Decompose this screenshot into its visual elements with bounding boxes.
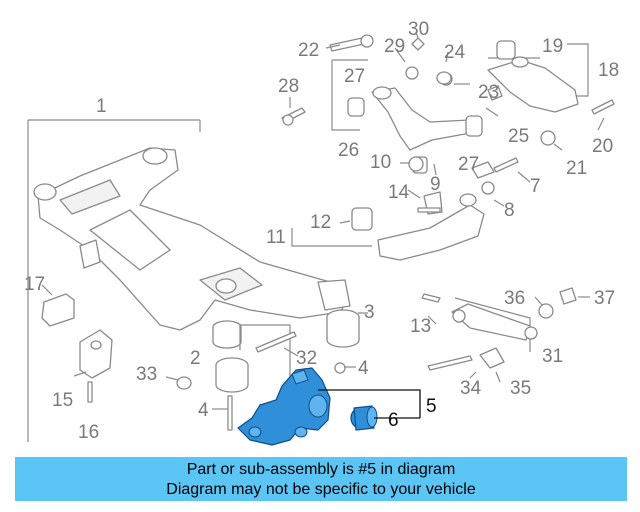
- callout-23[interactable]: 23: [478, 82, 499, 103]
- callout-4a[interactable]: 4: [198, 400, 209, 421]
- callout-35[interactable]: 35: [510, 378, 531, 399]
- callout-24[interactable]: 24: [444, 42, 466, 63]
- callout-6[interactable]: 6: [388, 410, 399, 431]
- callout-36[interactable]: 36: [504, 288, 525, 309]
- callout-31[interactable]: 31: [542, 346, 563, 367]
- banner-line-2: Diagram may not be specific to your vehi…: [166, 481, 476, 498]
- callout-34[interactable]: 34: [460, 378, 482, 399]
- trailing-arm-11[interactable]: [291, 161, 495, 261]
- callout-1[interactable]: 1: [96, 96, 107, 117]
- bushing-part-6[interactable]: [350, 405, 378, 431]
- bushing-2[interactable]: [212, 320, 249, 393]
- toe-link-31[interactable]: [451, 297, 538, 369]
- callout-26[interactable]: 26: [338, 140, 359, 161]
- callout-37[interactable]: 37: [594, 288, 615, 309]
- callout-11[interactable]: 11: [266, 227, 286, 248]
- callout-17[interactable]: 17: [24, 274, 45, 295]
- callout-27a[interactable]: 27: [344, 66, 365, 87]
- callout-30[interactable]: 30: [408, 19, 429, 40]
- callout-19[interactable]: 19: [542, 36, 563, 57]
- callout-15[interactable]: 15: [52, 390, 73, 411]
- callout-29[interactable]: 29: [384, 36, 405, 57]
- callout-2[interactable]: 2: [190, 348, 201, 369]
- callout-18[interactable]: 18: [598, 60, 619, 81]
- callout-4b[interactable]: 4: [358, 358, 369, 379]
- knuckle-part-5[interactable]: [237, 367, 331, 446]
- callout-27b[interactable]: 27: [458, 154, 479, 175]
- callout-21[interactable]: 21: [566, 158, 587, 179]
- callout-14[interactable]: 14: [388, 182, 410, 203]
- leader-lines: [41, 31, 605, 410]
- callout-8[interactable]: 8: [504, 200, 515, 221]
- callout-32[interactable]: 32: [296, 348, 317, 369]
- callout-33[interactable]: 33: [136, 364, 157, 385]
- callout-10[interactable]: 10: [370, 152, 391, 173]
- subframe[interactable]: [27, 119, 351, 442]
- callout-22[interactable]: 22: [298, 40, 319, 61]
- callout-5[interactable]: 5: [426, 396, 437, 417]
- bushing-mount-17[interactable]: [41, 293, 75, 327]
- callout-25[interactable]: 25: [508, 126, 529, 147]
- callout-20[interactable]: 20: [592, 136, 613, 157]
- bracket-15[interactable]: [79, 329, 113, 379]
- callout-7[interactable]: 7: [530, 176, 541, 197]
- callout-13[interactable]: 13: [410, 316, 431, 337]
- callout-3[interactable]: 3: [364, 302, 375, 323]
- info-banner: Part or sub-assembly is #5 in diagram Di…: [15, 457, 627, 501]
- callout-labels: 1 2 3 4 4 5 6 7 8 9 10 11 12 13 14 15 16…: [24, 19, 619, 443]
- bushing-3[interactable]: [239, 309, 368, 385]
- leader-5: [318, 389, 421, 419]
- fasteners: [87, 34, 615, 431]
- callout-28[interactable]: 28: [278, 76, 299, 97]
- banner-line-1: Part or sub-assembly is #5 in diagram: [186, 461, 456, 478]
- upper-arm-26[interactable]: [331, 59, 483, 174]
- callout-12[interactable]: 12: [310, 212, 331, 233]
- callout-9[interactable]: 9: [430, 174, 441, 195]
- callout-16[interactable]: 16: [78, 422, 99, 443]
